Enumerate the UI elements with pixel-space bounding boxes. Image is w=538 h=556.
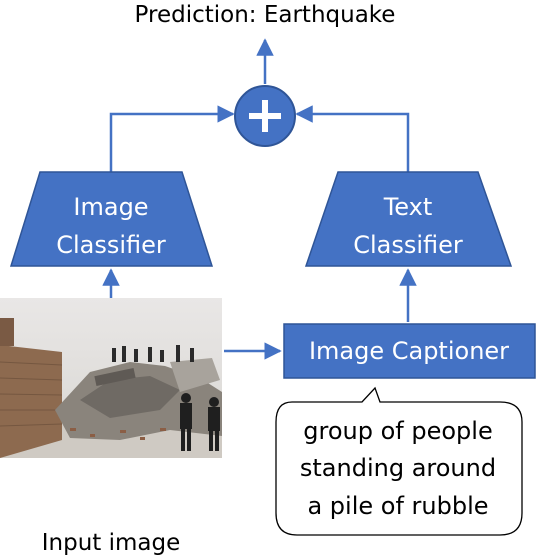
caption-line2: standing around — [300, 454, 496, 482]
image-captioner-label: Image Captioner — [309, 337, 509, 365]
plus-icon-vertical — [262, 100, 268, 132]
caption-bubble-shape — [275, 386, 523, 536]
text-classifier-label-line1: Text — [383, 193, 433, 221]
image-classifier-shape — [9, 171, 214, 267]
text-classifier-block: Text Classifier — [304, 171, 513, 267]
caption-line3: a pile of rubble — [307, 492, 488, 520]
image-classifier-block: Image Classifier — [9, 171, 214, 267]
text-classifier-to-combiner — [295, 105, 410, 172]
caption-bubble: group of people standing around a pile o… — [275, 386, 523, 536]
image-classifier-label-line2: Classifier — [56, 231, 166, 259]
caption-line1: group of people — [303, 417, 492, 445]
combiner-node — [234, 85, 296, 147]
input-image — [0, 298, 222, 458]
prediction-label: Prediction: Earthquake — [135, 2, 396, 28]
text-classifier-shape — [304, 171, 513, 267]
image-captioner-box — [283, 323, 536, 379]
image-classifier-label-line1: Image — [73, 193, 148, 221]
text-classifier-label-line2: Classifier — [353, 231, 463, 259]
image-classifier-to-combiner — [109, 105, 235, 172]
input-image-label: Input image — [42, 530, 181, 556]
image-captioner-block: Image Captioner — [283, 323, 536, 379]
